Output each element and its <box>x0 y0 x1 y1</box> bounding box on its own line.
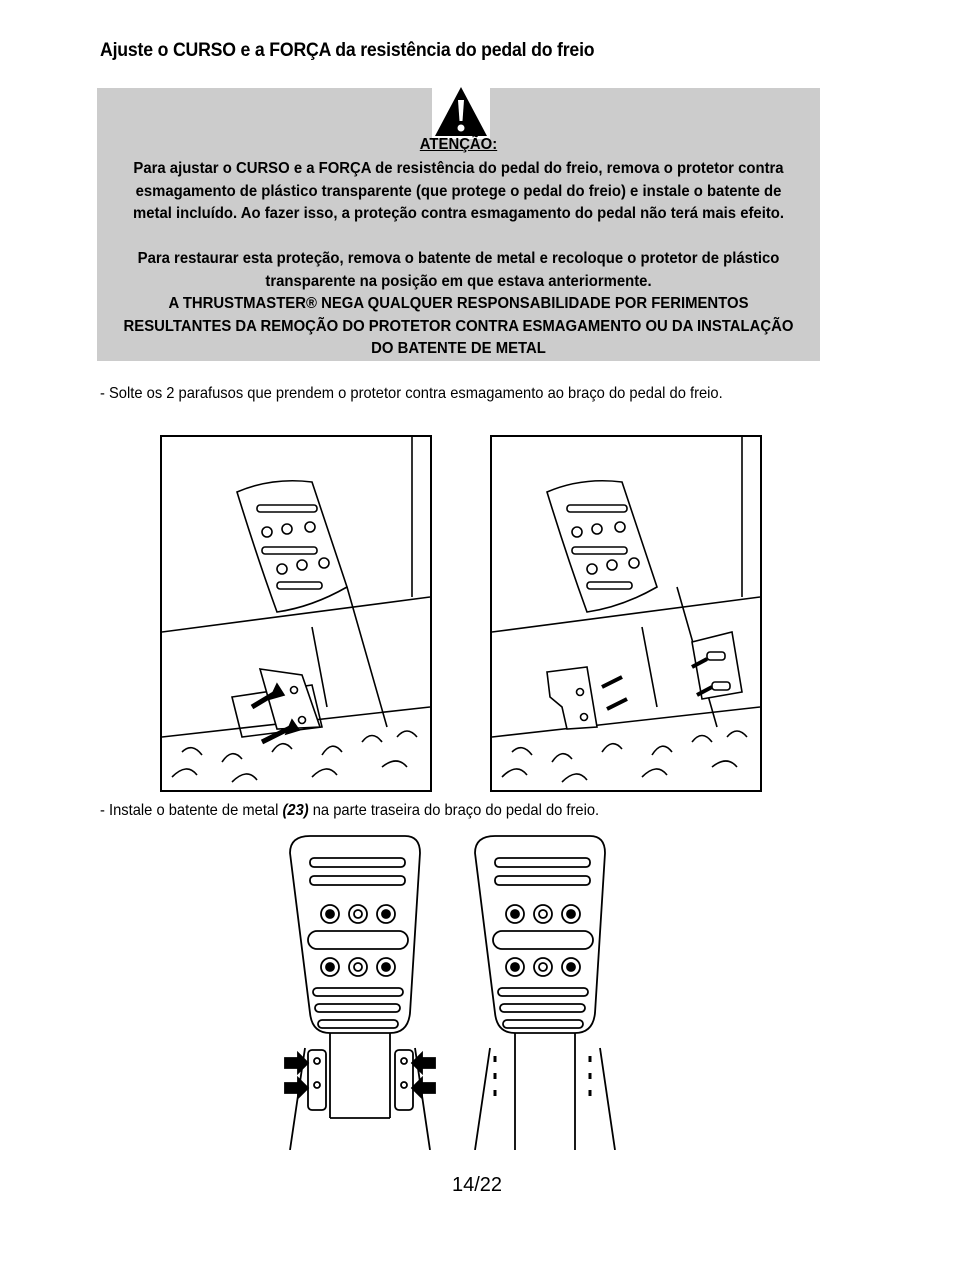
part-reference: (23) <box>282 802 309 819</box>
page-number: 14/22 <box>451 1174 503 1196</box>
warning-triangle-icon <box>432 84 490 139</box>
warning-heading: ATENÇÃO: <box>419 136 498 153</box>
page-title: Ajuste o CURSO e a FORÇA da resistência … <box>100 40 595 61</box>
step-instruction-2: - Instale o batente de metal (23) na par… <box>100 802 599 820</box>
step2-prefix: - Instale o batente de metal <box>100 802 283 819</box>
step2-suffix: na parte traseira do braço do pedal do f… <box>308 802 600 819</box>
warning-restore-text: Para restaurar esta proteção, remova o b… <box>137 250 780 290</box>
warning-liability-text: A THRUSTMASTER® NEGA QUALQUER RESPONSABI… <box>123 295 794 357</box>
illustration-install-metal-stop <box>280 828 625 1151</box>
warning-paragraph: Para ajustar o CURSO e a FORÇA de resist… <box>132 160 785 222</box>
illustration-remove-screws <box>160 435 432 792</box>
step-instruction-1: - Solte os 2 parafusos que prendem o pro… <box>100 385 723 402</box>
warning-disclaimer: Para restaurar esta proteção, remova o b… <box>122 248 794 361</box>
illustration-protector-removed <box>490 435 762 792</box>
